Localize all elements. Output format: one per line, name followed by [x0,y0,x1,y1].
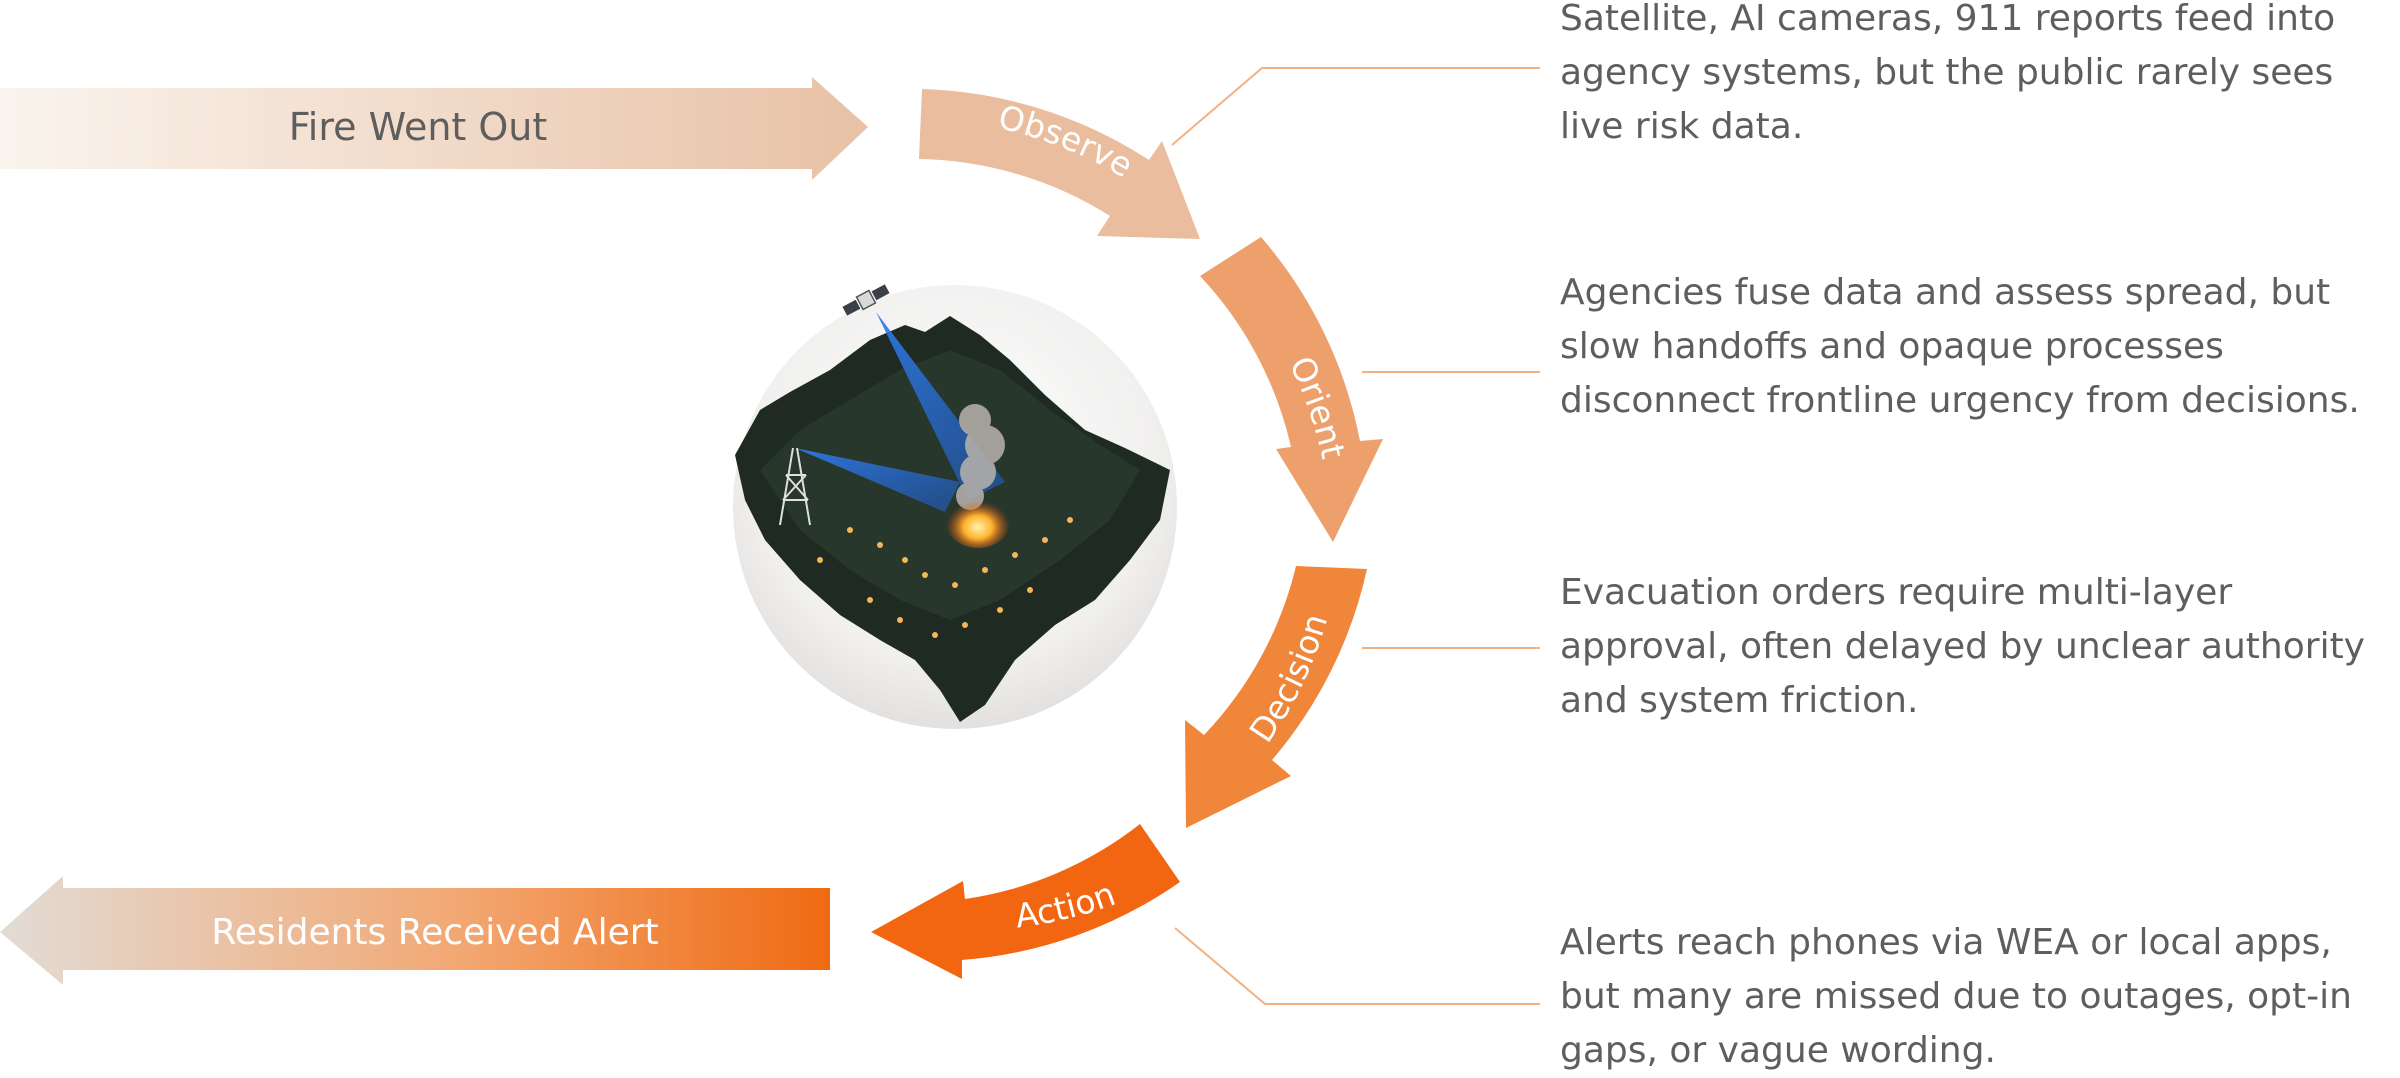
description-orient: Agencies fuse data and assess spread, bu… [1560,266,2400,428]
illustration [733,283,1177,729]
description-decision: Evacuation orders require multi-layer ap… [1560,566,2400,728]
start-arrow-label: Fire Went Out [289,105,548,149]
connector-action [1175,928,1540,1004]
stage-arrow-orient: Orient [1200,237,1383,542]
connector-observe [1172,68,1540,145]
end-arrow-label: Residents Received Alert [211,912,658,953]
description-observe: Satellite, AI cameras, 911 reports feed … [1560,0,2400,154]
stage-arrow-observe: Observe [919,89,1200,239]
description-action: Alerts reach phones via WEA or local app… [1560,916,2400,1078]
fire-icon [946,496,1010,548]
stage-arrow-decision: Decision [1185,566,1367,828]
stage-arrow-action: Action [871,824,1180,979]
